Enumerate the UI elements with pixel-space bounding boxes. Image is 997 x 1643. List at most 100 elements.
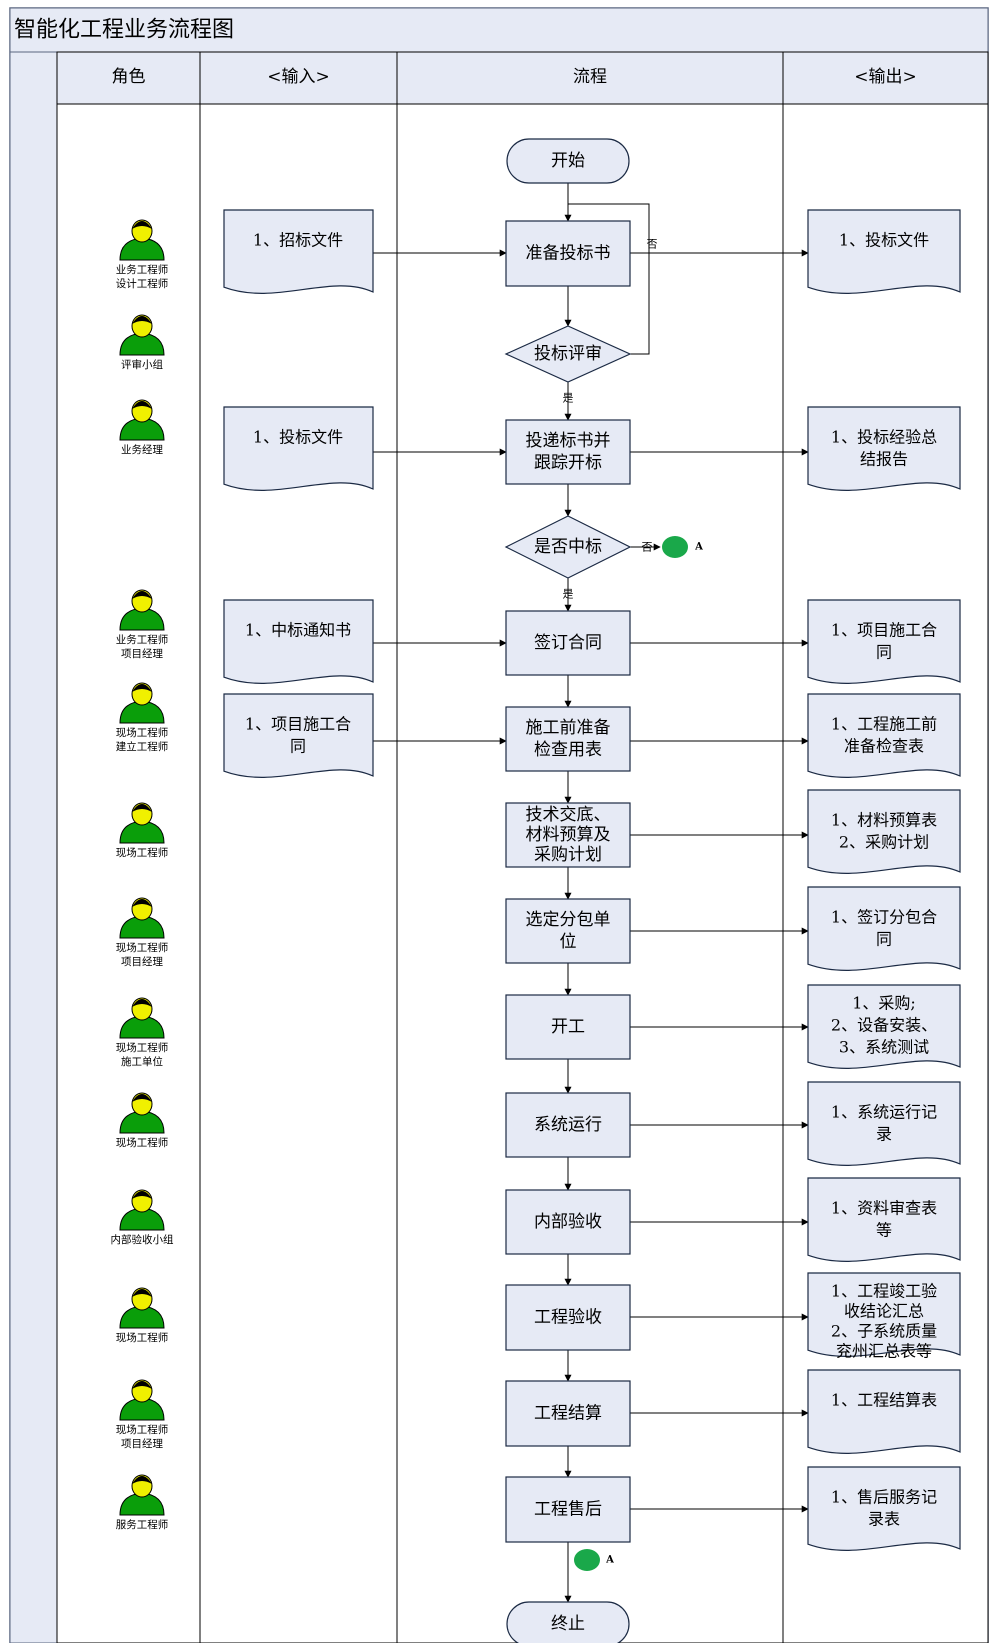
output-document-label: 1、工程竣工验 [831,1282,937,1301]
person-icon [119,1287,165,1329]
input-document [223,693,374,778]
role-label: 项目经理 [121,1437,163,1450]
output-document-label: 1、投标文件 [839,231,929,250]
input-document-label: 1、招标文件 [253,231,343,250]
process-step [505,1380,631,1447]
output-document-label: 录 [876,1125,892,1144]
process-step-label: 投递标书并 [526,431,611,451]
person-icon [119,399,165,441]
process-step [505,706,631,772]
connector-a-icon [574,1549,600,1571]
output-document-label: 兖州汇总表等 [836,1342,932,1361]
process-step-label: 检查用表 [534,740,602,760]
start-terminator [506,138,630,184]
person-hair [132,1381,152,1389]
output-document-label: 录表 [868,1510,900,1529]
yes-label: 是 [563,588,574,601]
role-label: 评审小组 [121,358,163,371]
output-document-label: 2、设备安装、 [831,1016,937,1035]
process-step [505,1284,631,1351]
person-hair [132,1191,152,1199]
person-icon [119,589,165,631]
person-hair [132,899,152,907]
person-hair [132,591,152,599]
column-header [782,51,989,105]
person-icon [119,1379,165,1421]
column-header-label: <输入> [267,67,330,87]
input-document-label: 1、投标文件 [253,428,343,447]
person-hair [132,221,152,229]
process-step-label: 签订合同 [534,633,602,653]
process-step [505,1189,631,1255]
role-label: 业务工程师 [116,633,169,646]
output-document-label: 1、资料审查表 [831,1199,937,1218]
output-document-label: 等 [876,1221,892,1240]
output-document [807,984,961,1069]
output-document [807,1272,961,1357]
process-step [505,802,631,868]
person-hair [132,684,152,692]
connector-a-label: A [605,1555,614,1566]
output-document-label: 1、投标经验总 [831,428,937,447]
output-document [807,209,961,294]
review-loop-line [568,203,650,355]
process-step-label: 工程结算 [534,1404,602,1424]
yes-label: 是 [563,392,574,405]
decision-diamond [504,325,632,383]
output-document [807,693,961,778]
output-document-label: 1、售后服务记 [831,1488,937,1507]
output-document-label: 结报告 [860,450,908,469]
column-header [56,51,201,105]
column-header-label: <输出> [854,67,917,87]
role-label: 现场工程师 [116,1136,169,1149]
end-terminator-label: 终止 [551,1614,585,1634]
output-document-label: 同 [876,643,892,662]
person-icon [119,682,165,724]
output-document-label: 3、系统测试 [839,1038,929,1057]
role-label: 业务工程师 [116,263,169,276]
process-step-label: 开工 [551,1017,585,1037]
person-hair [132,999,152,1007]
role-label: 现场工程师 [116,846,169,859]
person-hair [132,804,152,812]
output-document-label: 2、采购计划 [839,833,929,852]
input-document [223,599,374,684]
role-label: 项目经理 [121,647,163,660]
output-document-label: 1、系统运行记 [831,1103,937,1122]
process-step [505,419,631,485]
column-header-label: 流程 [573,67,607,87]
swimlane-gutter [9,51,58,1643]
process-step-label: 选定分包单 [526,910,611,930]
role-label: 现场工程师 [116,1423,169,1436]
role-label: 项目经理 [121,955,163,968]
role-label: 内部验收小组 [111,1233,174,1246]
process-step-label: 施工前准备 [526,718,611,738]
connector-a-label: A [694,542,703,553]
process-step-label: 内部验收 [534,1212,602,1232]
output-document [807,1369,961,1454]
process-step-label: 工程售后 [534,1500,602,1520]
output-document-label: 同 [876,930,892,949]
person-icon [119,997,165,1039]
role-label: 现场工程师 [116,1331,169,1344]
output-document-label: 1、采购; [852,994,916,1013]
output-document-label: 1、工程结算表 [831,1391,937,1410]
person-hair [132,1289,152,1297]
output-document-label: 1、工程施工前 [831,715,937,734]
process-step-label: 技术交底、 [526,805,611,825]
output-document-label: 1、签订分包合 [831,908,937,927]
no-label: 否 [642,541,653,554]
person-icon [119,1474,165,1516]
page-title: 智能化工程业务流程图 [14,18,234,43]
person-icon [119,897,165,939]
person-icon [119,219,165,261]
output-document-label: 1、材料预算表 [831,811,937,830]
role-label: 现场工程师 [116,726,169,739]
output-document [807,886,961,971]
output-document-label: 1、项目施工合 [831,621,937,640]
role-label: 现场工程师 [116,941,169,954]
output-document [807,1177,961,1262]
column-header-label: 角色 [112,67,146,87]
process-step-label: 位 [560,932,577,952]
